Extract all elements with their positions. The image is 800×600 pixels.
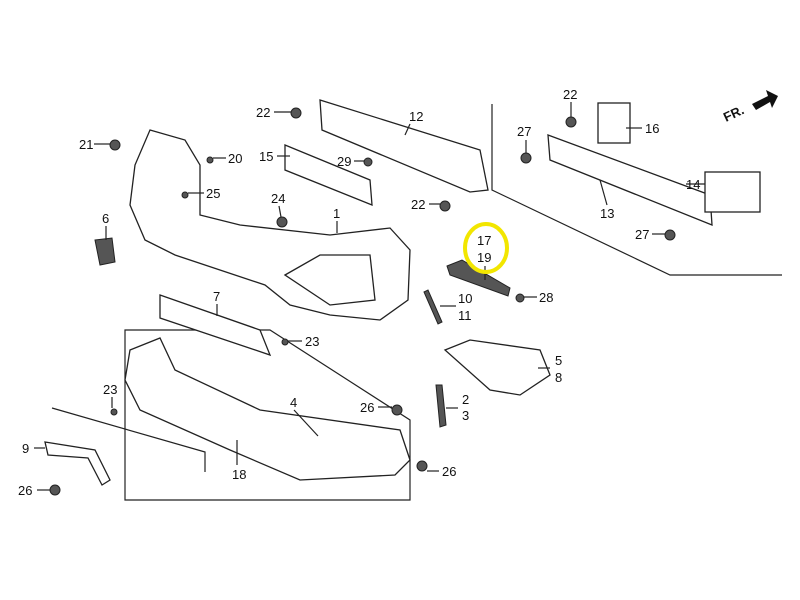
callout-labels: 22 12 22 16 27 21 20 15 29 25 14 13 6 24… <box>18 87 700 498</box>
callout-22[interactable]: 22 <box>563 87 577 102</box>
bracket-part-16 <box>597 102 631 144</box>
bracket-part-17-19 <box>446 259 511 297</box>
callout-28[interactable]: 28 <box>539 290 553 305</box>
callout-16[interactable]: 16 <box>645 121 659 136</box>
callout-26[interactable]: 26 <box>442 464 456 479</box>
callout-9[interactable]: 9 <box>22 441 29 456</box>
group-outline-reinforcement <box>491 104 782 276</box>
callout-4[interactable]: 4 <box>290 395 297 410</box>
callout-25[interactable]: 25 <box>206 186 220 201</box>
group-outline-9 <box>51 407 206 472</box>
callout-8[interactable]: 8 <box>555 370 562 385</box>
callout-20[interactable]: 20 <box>228 151 242 166</box>
garnish-part-9 <box>44 441 111 486</box>
callout-10[interactable]: 10 <box>458 291 472 306</box>
callout-23[interactable]: 23 <box>103 382 117 397</box>
bracket-part-15 <box>284 144 373 206</box>
front-direction-arrow: FR. <box>721 90 778 125</box>
cover-part-6 <box>94 237 116 266</box>
callout-27[interactable]: 27 <box>635 227 649 242</box>
leader-lines <box>34 102 705 491</box>
callout-18[interactable]: 18 <box>232 467 246 482</box>
callout-12[interactable]: 12 <box>409 109 423 124</box>
highlight-ring <box>463 222 509 274</box>
callout-23[interactable]: 23 <box>305 334 319 349</box>
callout-26[interactable]: 26 <box>360 400 374 415</box>
callout-7[interactable]: 7 <box>213 289 220 304</box>
reflector-part-2-3 <box>435 384 447 428</box>
callout-27[interactable]: 27 <box>517 124 531 139</box>
lower-spoiler-part-18 <box>124 337 411 481</box>
callout-17[interactable]: 17 <box>477 233 491 248</box>
bracket-part-10-11 <box>423 289 443 325</box>
callout-1[interactable]: 1 <box>333 206 340 221</box>
callout-29[interactable]: 29 <box>337 154 351 169</box>
svg-text:FR.: FR. <box>721 102 746 124</box>
callout-5[interactable]: 5 <box>555 353 562 368</box>
callout-14[interactable]: 14 <box>686 177 700 192</box>
reinforcement-part-12 <box>319 99 489 193</box>
callout-11[interactable]: 11 <box>458 308 472 323</box>
fog-grille-part-5-8 <box>443 339 551 396</box>
callout-6[interactable]: 6 <box>102 211 109 226</box>
callout-24[interactable]: 24 <box>271 191 285 206</box>
beam-part-13 <box>547 134 713 226</box>
bumper-grille-opening <box>283 254 376 306</box>
callout-19[interactable]: 19 <box>477 250 491 265</box>
callout-21[interactable]: 21 <box>79 137 93 152</box>
callout-2[interactable]: 2 <box>462 392 469 407</box>
bracket-part-14 <box>704 171 761 213</box>
callout-13[interactable]: 13 <box>600 206 614 221</box>
callout-22[interactable]: 22 <box>256 105 270 120</box>
callout-26[interactable]: 26 <box>18 483 32 498</box>
callout-22[interactable]: 22 <box>411 197 425 212</box>
absorber-part-7 <box>159 294 272 357</box>
callout-3[interactable]: 3 <box>462 408 469 423</box>
callout-15[interactable]: 15 <box>259 149 273 164</box>
